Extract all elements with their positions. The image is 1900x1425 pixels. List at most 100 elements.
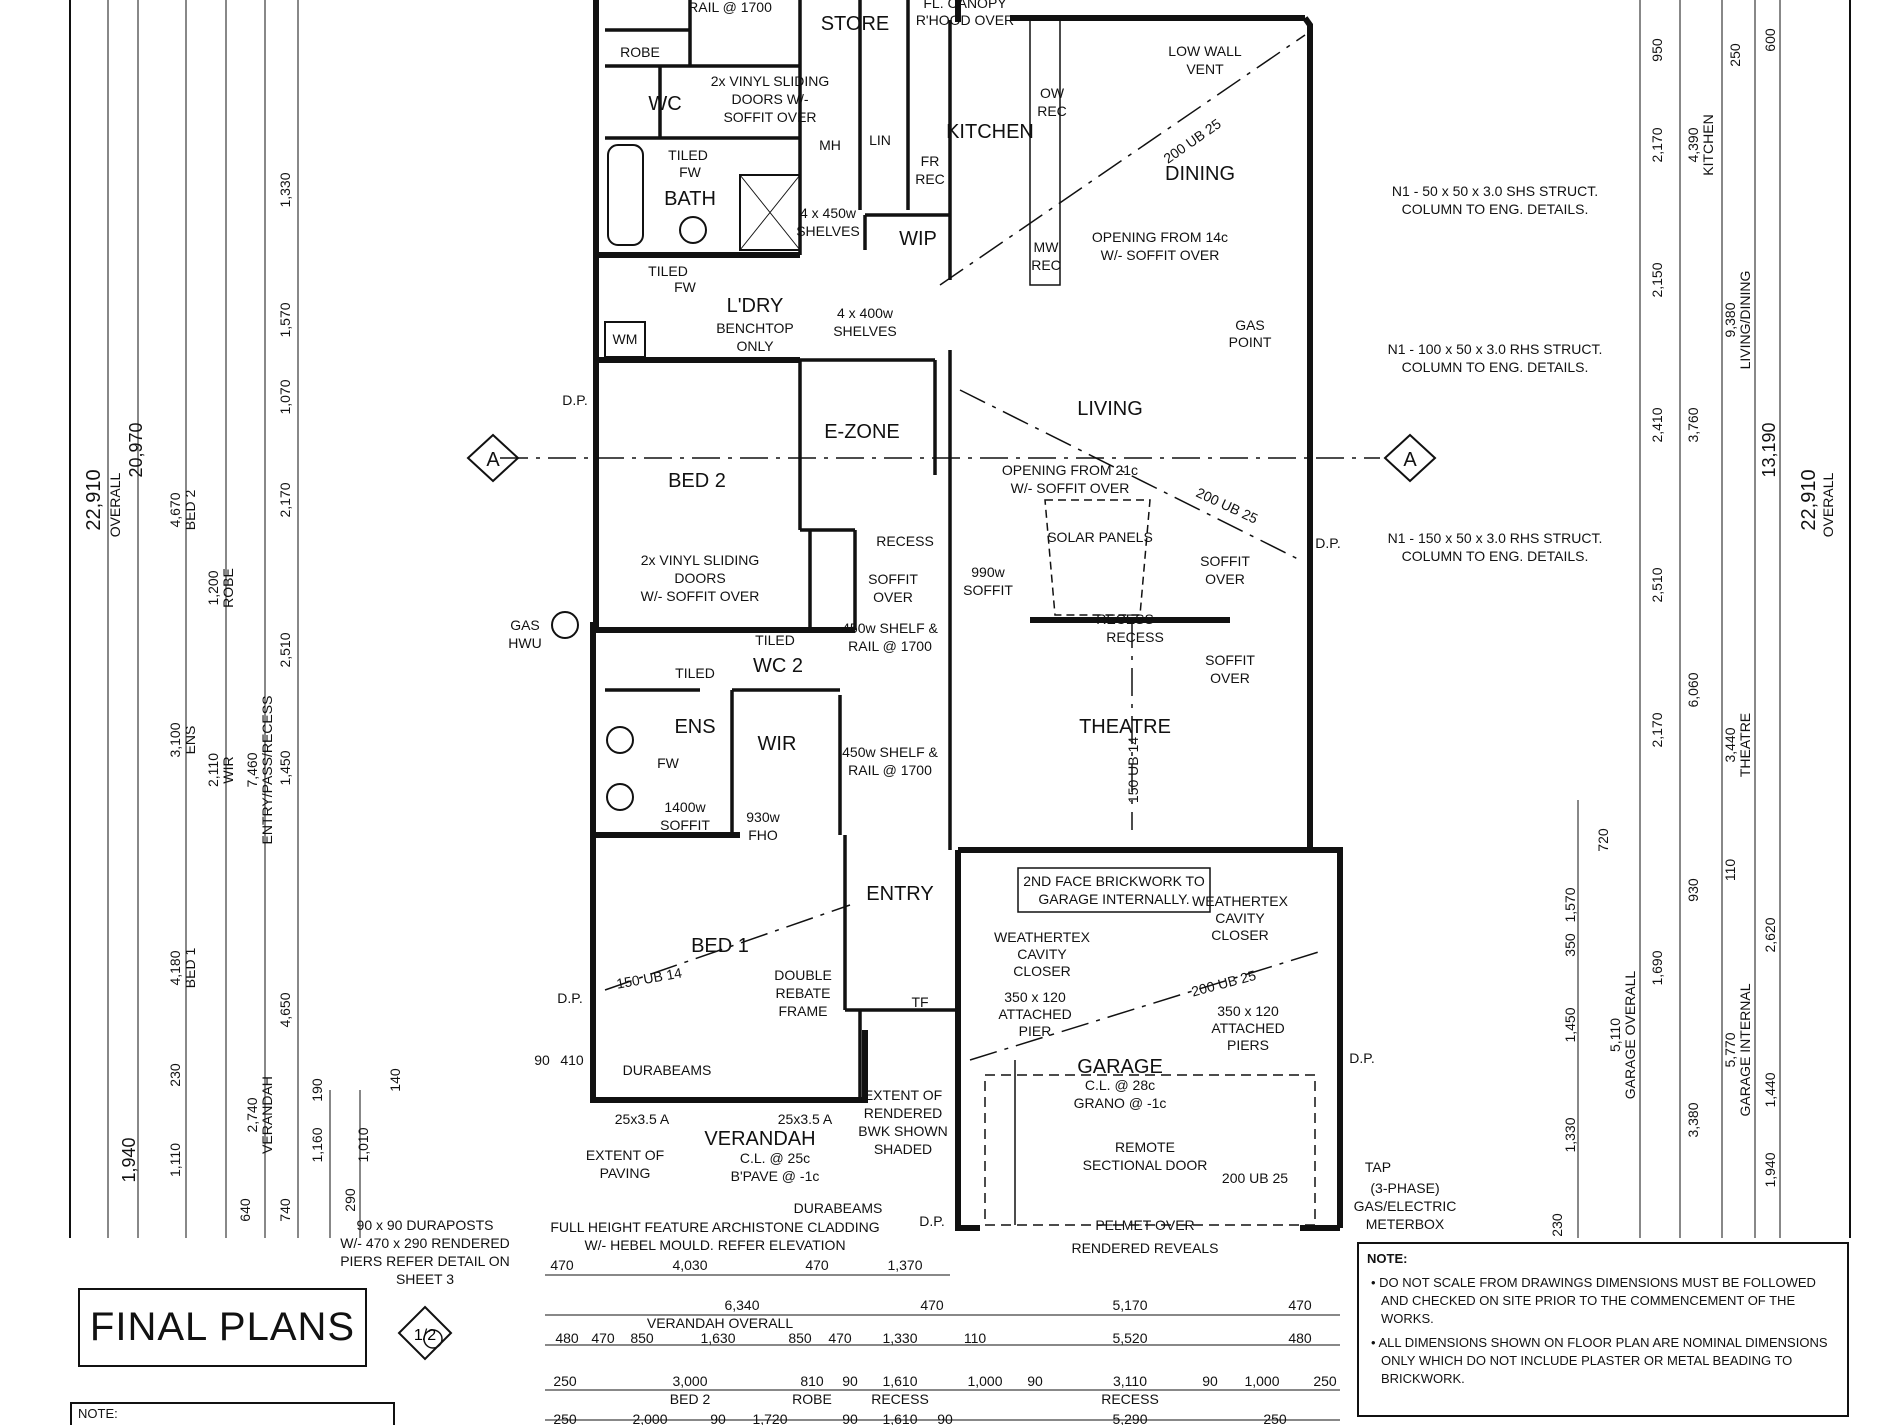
bottom-row3-0: 480 [555,1330,579,1346]
note-item-2: • ALL DIMENSIONS SHOWN ON FLOOR PLAN ARE… [1371,1335,1828,1386]
ann-meter-1: (3-PHASE) [1370,1180,1439,1196]
ens-basin-2 [606,783,634,811]
room-store: STORE [821,13,890,35]
right-garage-in-l: GARAGE INTERNAL [1737,983,1753,1116]
ann-shelf-rail-a-2: RAIL @ 1700 [848,638,932,654]
bottom-row3-5: 470 [828,1330,852,1346]
bottom-row3-7: 110 [964,1330,987,1346]
ann-archistone-1: FULL HEIGHT FEATURE ARCHISTONE CLADDING [550,1219,879,1235]
ann-soffit-theatre-1: SOFFIT [1205,652,1255,668]
left-d640: 640 [237,1198,253,1222]
ann-low-wall-2: VENT [1186,61,1224,77]
ann-fw-ens: FW [657,755,680,771]
ann-ub-150-14-a: 150 UB 14 [615,964,683,991]
left-bed1-l: BED 1 [182,948,198,989]
left-d1330: 1,330 [277,172,293,207]
right-d110: 110 [1722,859,1738,882]
ann-double-rebate-3: FRAME [779,1003,828,1019]
right-d1690: 1,690 [1649,950,1665,985]
right-living-v: 9,380 [1722,302,1738,337]
bottom-row1-1: 4,030 [672,1257,707,1273]
ann-beam-25x35-b: 25x3.5 A [778,1111,833,1127]
ann-tf: TF [911,994,928,1010]
bottom-row4-9: 1,000 [1244,1373,1279,1389]
bottom-row4-2: 810 [800,1373,824,1389]
left-d1070: 1,070 [277,379,293,414]
ann-benchtop-2: ONLY [736,338,774,354]
ann-mw-rec-1: MW [1034,239,1060,255]
room-ens: ENS [674,716,715,738]
room-wc2: WC 2 [753,655,803,677]
room-garage: GARAGE [1077,1056,1163,1078]
bottom-row4-sub-1: ROBE [792,1391,832,1407]
ann-soffit-theatre-2: OVER [1210,670,1250,686]
ann-rendered-3: BWK SHOWN [858,1123,947,1139]
bottom-row3-4: 850 [788,1330,812,1346]
bottom-row4-7: 3,110 [1113,1373,1147,1389]
left-d2510: 2,510 [277,632,293,667]
ann-fr-rec-1: FR [921,153,940,169]
ann-gas-point-1: GAS [1235,317,1265,333]
ann-soffit-990-1: 990w [971,564,1005,580]
right-d600: 600 [1762,28,1778,52]
left-dimension-strings: 22,910 OVERALL 20,970 4,670 BED 2 1,200 … [83,0,584,1238]
ann-remote-1: REMOTE [1115,1139,1175,1155]
shower-base [739,174,801,251]
room-verandah: VERANDAH [704,1128,815,1150]
left-overall-1-sub: OVERALL [107,472,123,537]
left-d290: 290 [342,1188,358,1212]
ann-duraposts-1: 90 x 90 DURAPOSTS [357,1217,494,1233]
ann-gas-point-2: POINT [1229,334,1272,350]
left-ver-l: VERANDAH [259,1076,275,1154]
ann-dp-1: D.P. [562,392,587,408]
right-overall-sub: OVERALL [1820,472,1836,537]
room-wip: WIP [899,228,937,250]
scale-marker: 1/2 [397,1305,453,1361]
ann-rendered-1: EXTENT OF [864,1087,942,1103]
ann-benchtop-1: BENCHTOP [716,320,794,336]
ann-low-wall-1: LOW WALL [1168,43,1242,59]
left-notes-panel: NOTE: [70,1402,395,1425]
ann-reveals: RENDERED REVEALS [1071,1240,1218,1256]
right-living: 13,190 [1759,422,1779,477]
section-marker-left-label: A [486,449,500,471]
ann-weathertex-b-2: CAVITY [1215,910,1265,926]
right-garage-in: 5,770 [1722,1032,1738,1067]
ann-bed2-doors-3: W/- SOFFIT OVER [641,588,760,604]
bottom-row4-10: 250 [1313,1373,1337,1389]
ann-recess-1: RECESS [876,533,934,549]
ann-durabeams-2: DURABEAMS [794,1200,883,1216]
right-d1440: 1,440 [1762,1072,1778,1107]
room-wc: WC [648,93,681,115]
ann-vinyl-doors-1: 2x VINYL SLIDING [711,73,830,89]
ann-soffit-entry-2: OVER [873,589,913,605]
ann-piers-b-1: 350 x 120 [1217,1003,1279,1019]
ann-bed2-doors-1: 2x VINYL SLIDING [641,552,760,568]
room-ldry: L'DRY [727,295,784,317]
bottom-row5-4: 90 [842,1411,858,1425]
ann-soffit-entry-1: SOFFIT [868,571,918,587]
room-wir: WIR [758,733,797,755]
ann-opening-14c-2: W/- SOFFIT OVER [1101,247,1220,263]
room-bath: BATH [664,188,716,210]
room-bed1: BED 1 [691,935,749,957]
ann-piers-b-3: PIERS [1227,1037,1269,1053]
right-d2620: 2,620 [1762,917,1778,952]
notes-panel: NOTE: • DO NOT SCALE FROM DRAWINGS DIMEN… [1357,1242,1849,1417]
ann-verandah-cl: C.L. @ 25c [740,1150,810,1166]
bottom-row3-3: 1,630 [700,1330,735,1346]
ann-ow-rec-2: REC [1037,103,1067,119]
internal-walls [600,0,958,1102]
annotation-group: RAIL @ 1700 FL. CANOPY R'HOOD OVER 2x VI… [340,0,1602,1287]
garage-door-outline [984,1074,1316,1226]
left-d190: 190 [309,1078,325,1102]
ann-soffit-1400-1: 1400w [664,799,706,815]
ann-extent-paving-1: EXTENT OF [586,1147,664,1163]
ann-solar: SOLAR PANELS [1047,529,1153,545]
ann-shelves-450: 4 x 450w [800,205,857,221]
bottom-row2-1: 470 [920,1297,944,1313]
ann-shelf-rail-b-1: 450w SHELF & [842,744,938,760]
ann-vinyl-doors-2: DOORS W/- [732,91,809,107]
left-d230: 230 [167,1063,183,1087]
